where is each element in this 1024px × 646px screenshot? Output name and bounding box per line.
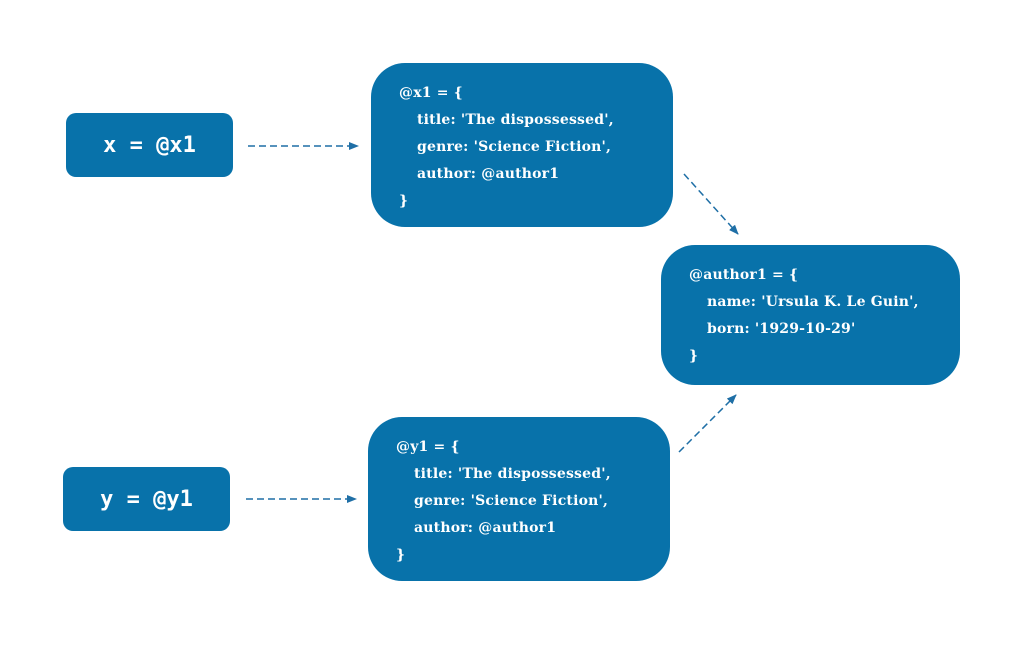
variable-y-node: y = @y1 xyxy=(63,467,230,531)
arrow-x1-to-author1 xyxy=(683,173,739,235)
object-y1-field-author: author: @author1 xyxy=(414,520,557,536)
object-x1-field-title: title: 'The dispossessed', xyxy=(417,112,614,128)
object-y1-node: @y1 = { title: 'The dispossessed', genre… xyxy=(368,417,670,581)
object-author1-footer: } xyxy=(689,348,699,364)
object-y1-header: @y1 = { xyxy=(396,439,460,455)
object-y1-footer: } xyxy=(396,547,406,563)
object-author1-header: @author1 = { xyxy=(689,267,799,283)
arrow-y1-to-author1 xyxy=(678,394,737,453)
object-x1-header: @x1 = { xyxy=(399,85,463,101)
object-x1-field-genre: genre: 'Science Fiction', xyxy=(417,139,612,155)
variable-y-label: y = @y1 xyxy=(100,486,193,512)
variable-x-label: x = @x1 xyxy=(103,132,196,158)
object-author1-node: @author1 = { name: 'Ursula K. Le Guin', … xyxy=(661,245,960,385)
object-y1-field-genre: genre: 'Science Fiction', xyxy=(414,493,609,509)
object-y1-field-title: title: 'The dispossessed', xyxy=(414,466,611,482)
variable-x-node: x = @x1 xyxy=(66,113,233,177)
object-x1-node: @x1 = { title: 'The dispossessed', genre… xyxy=(371,63,673,227)
object-author1-field-name: name: 'Ursula K. Le Guin', xyxy=(707,294,919,310)
object-x1-footer: } xyxy=(399,193,409,209)
object-author1-field-born: born: '1929-10-29' xyxy=(707,321,856,337)
object-x1-field-author: author: @author1 xyxy=(417,166,560,182)
